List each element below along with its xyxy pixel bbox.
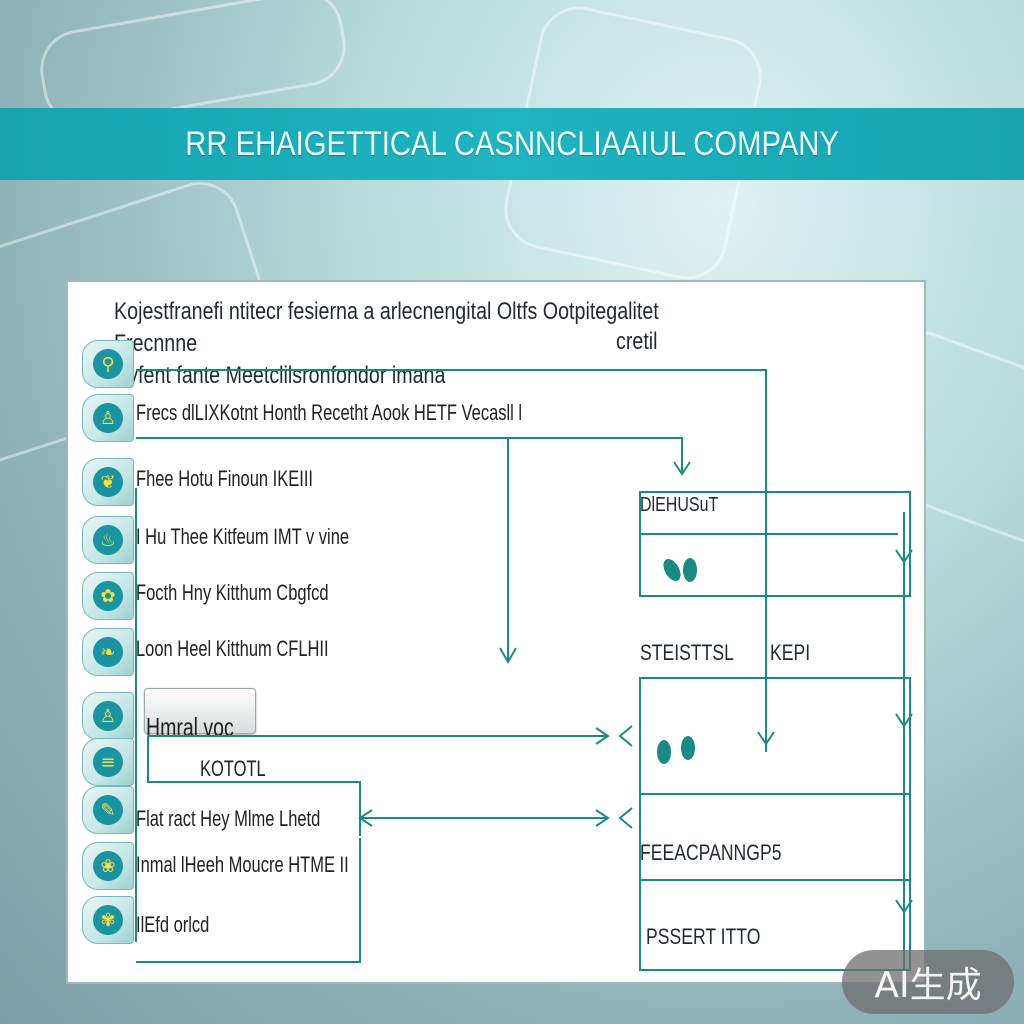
arrow-head — [595, 727, 610, 745]
row-label: Focth Hny Kitthum Cbgfcd — [136, 580, 329, 605]
flower-icon: ✾ — [82, 896, 134, 944]
row-label: Inmal lHeeh Moucre HTME II — [136, 852, 349, 877]
box-label: FEEACPANNGP5 — [640, 840, 782, 865]
title-banner: RR EHAIGETTICAL CASNNCLIAAIUL COMPANY — [0, 108, 1024, 180]
box-label: PSSERT ITTO — [646, 924, 761, 949]
person-icon: ♙ — [82, 394, 134, 442]
row-label: Fhee Hotu Finoun IKEIII — [136, 466, 314, 491]
arrow-head — [499, 647, 517, 665]
droplet-mark — [683, 558, 697, 582]
arrow-head — [358, 809, 373, 827]
intro-line-2: wyfent fante Meetclilsronfondor imana — [114, 362, 446, 389]
person-icon: ⚲ — [82, 340, 134, 388]
plant-icon: ✿ — [82, 572, 134, 620]
row-label: I Hu Thee Kitfeum IMT v vine — [136, 524, 350, 549]
right-box — [639, 793, 911, 881]
box-label: STEISTTSL — [640, 640, 734, 665]
watermark-badge: AI生成 — [842, 950, 1014, 1014]
chart-icon: ≡ — [82, 738, 134, 786]
flower-icon: ❀ — [82, 842, 134, 890]
person-icon: ♙ — [82, 692, 134, 740]
arrow-head — [895, 549, 913, 564]
intro-right-text: cretil — [616, 328, 658, 355]
row-label: Loon Heel Kitthum CFLHII — [136, 636, 329, 661]
diagram-panel: Kojestfranefi ntitecr fesierna a arlecne… — [66, 280, 926, 984]
arrow-head — [895, 899, 913, 914]
droplet-mark — [663, 559, 681, 581]
row-label: Frecs dlLIXKotnt Honth Recetht Aook HETF… — [136, 400, 523, 425]
row-label: KOTOTL — [200, 756, 266, 781]
page-title: RR EHAIGETTICAL CASNNCLIAAIUL COMPANY — [185, 124, 839, 163]
leaf-icon: ❧ — [82, 628, 134, 676]
droplet-icon: ♨ — [82, 516, 134, 564]
tool-icon: ✎ — [82, 786, 134, 834]
droplet-mark — [681, 736, 695, 760]
right-box — [639, 677, 911, 795]
arrow-head — [595, 809, 610, 827]
row-label: Hmral voc — [146, 712, 234, 742]
box-label: KEPI — [770, 640, 811, 665]
box-label: DlEHUSuT — [640, 494, 719, 516]
row-label: Flat ract Hey Mlme Lhetd — [136, 806, 321, 831]
arrow-head — [757, 731, 775, 746]
leaf-icon: ❦ — [82, 458, 134, 506]
arrow-head — [673, 461, 691, 476]
row-label: IlEfd orlcd — [136, 912, 210, 937]
droplet-mark — [657, 740, 671, 764]
arrow-head — [895, 713, 913, 728]
intro-line-1: Kojestfranefi ntitecr fesierna a arlecne… — [114, 298, 659, 357]
arrow-head — [618, 807, 633, 829]
arrow-head — [618, 725, 633, 747]
